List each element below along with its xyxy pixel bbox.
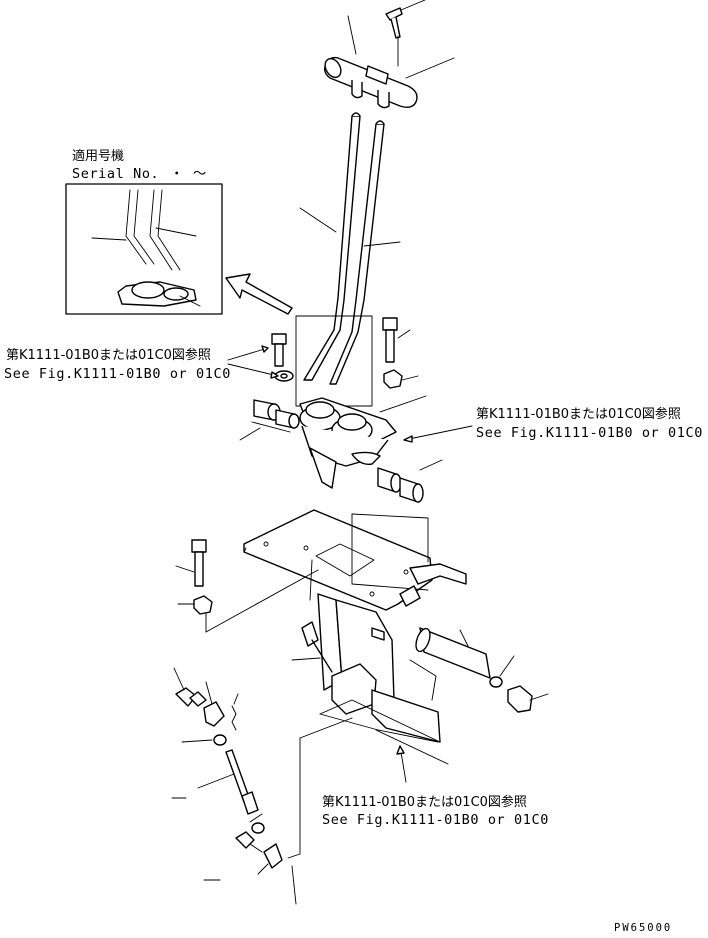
reference-jp: 第K1111-01B0または01C0図参照 (6, 347, 211, 363)
rod-icon (197, 749, 259, 815)
bolt-icon (173, 667, 207, 707)
lever-rods (299, 112, 401, 385)
inset-range-marker: ・ ～ (170, 166, 207, 182)
clip-icon (257, 843, 297, 905)
reference-jp: 第K1111-01B0または01C0図参照 (476, 406, 681, 422)
reference-jp: 第K1111-01B0または01C0図参照 (322, 794, 527, 810)
pin-icon (291, 621, 333, 673)
bolt-icon (235, 831, 263, 853)
nut-icon (181, 734, 227, 746)
bolt-icon (382, 317, 411, 363)
bushing-icon (377, 459, 443, 503)
reference-leaders (227, 345, 473, 783)
nut-icon (177, 595, 213, 615)
base-plate (243, 509, 467, 611)
reference-en: See Fig.K1111-01B0 or 01C0 (4, 366, 231, 382)
inset-box (65, 183, 223, 315)
lever-handle (323, 56, 418, 109)
arrow-icon (225, 273, 293, 315)
lower-frame (319, 659, 449, 765)
screw-icon (347, 0, 455, 79)
bolt-icon (271, 333, 287, 367)
inset-title-en: Serial No. (72, 166, 159, 182)
reference-en: See Fig.K1111-01B0 or 01C0 (476, 425, 703, 441)
bolt-icon (175, 539, 207, 587)
side-bar (415, 627, 549, 713)
inset-title-jp: 適用号機 (72, 148, 124, 164)
drawing-code: PW65000 (614, 922, 672, 934)
clip-icon (203, 681, 225, 727)
spring-pin-icon (231, 693, 239, 731)
nut-icon (383, 369, 419, 389)
reference-label-bottom: 第K1111-01B0または01C0図参照 See Fig.K1111-01B0… (322, 794, 549, 828)
reference-label-right: 第K1111-01B0または01C0図参照 See Fig.K1111-01B0… (476, 406, 703, 441)
nut-icon (249, 813, 265, 834)
reference-label-left: 第K1111-01B0または01C0図参照 See Fig.K1111-01B0… (4, 347, 231, 382)
lever-bracket (299, 395, 427, 489)
reference-en: See Fig.K1111-01B0 or 01C0 (322, 812, 549, 828)
bushing-icon (239, 399, 300, 441)
